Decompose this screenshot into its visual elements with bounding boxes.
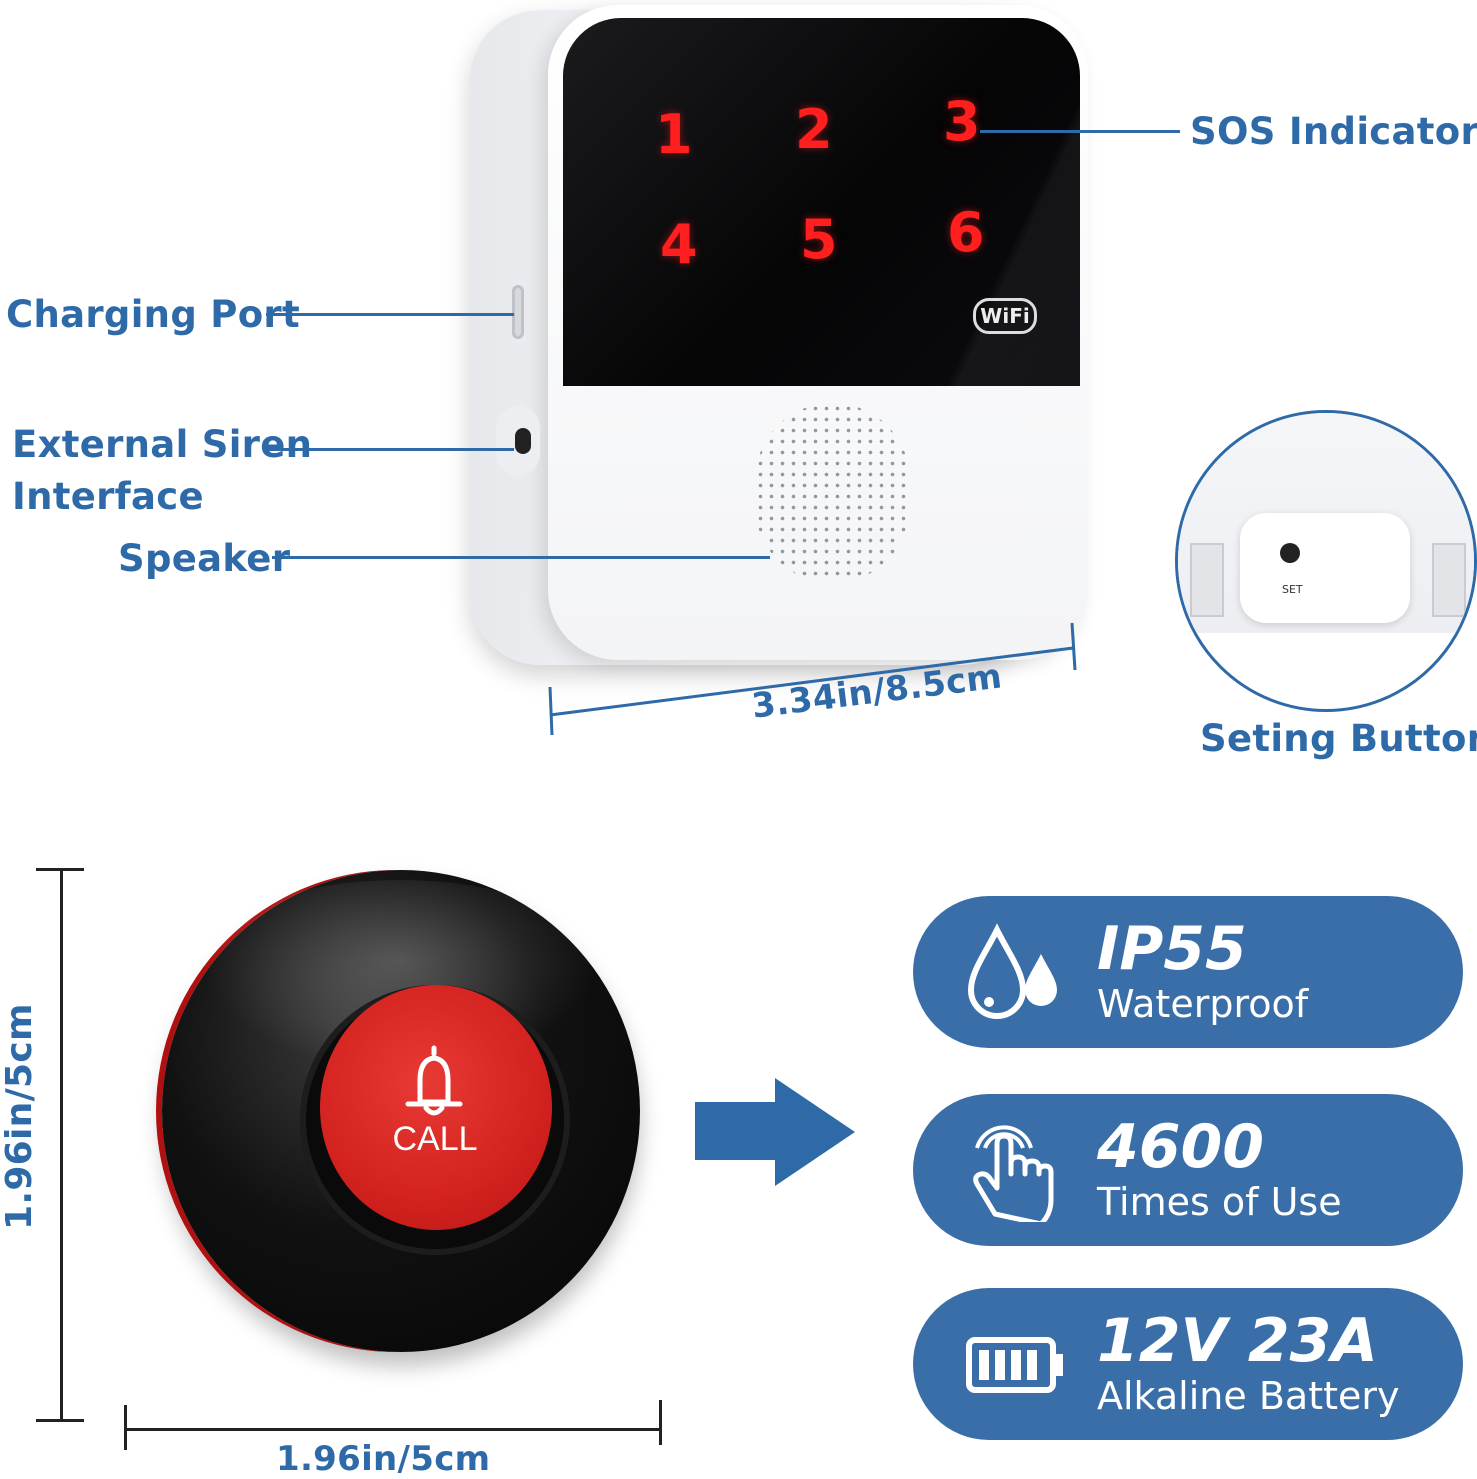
indicator-panel: 1 2 3 4 5 6 WiFi [563, 18, 1080, 386]
indicator-3: 3 [943, 90, 981, 153]
feature-battery: 12V 23A Alkaline Battery [913, 1288, 1463, 1440]
width-dimension-cap-left [124, 1405, 127, 1450]
charging-port-leader [266, 313, 514, 316]
arrow-body [695, 1102, 775, 1160]
external-siren-label: External Siren [12, 423, 313, 466]
setting-inset: SET [1175, 410, 1477, 712]
sos-indicator-leader [980, 130, 1180, 133]
feature-title: 4600 [1097, 1112, 1264, 1182]
external-siren-leader [266, 448, 514, 451]
speaker-leader [272, 556, 770, 559]
button-height-label: 1.96in/5cm [0, 1003, 40, 1230]
indicator-2: 2 [795, 98, 833, 161]
setting-button-label: Seting Button [1200, 717, 1477, 760]
height-dimension-line [60, 868, 63, 1421]
arrow-right-icon [775, 1078, 855, 1186]
speaker-grille [755, 403, 910, 583]
height-dimension-cap-top [36, 868, 84, 871]
indicator-1: 1 [655, 103, 693, 166]
feature-subtitle: Waterproof [1097, 982, 1309, 1026]
feature-times-of-use: 4600 Times of Use [913, 1094, 1463, 1246]
speaker-label: Speaker [118, 537, 291, 580]
battery-icon [966, 1337, 1063, 1393]
water-drop-icon [967, 923, 1057, 1019]
bell-icon [405, 1045, 463, 1116]
external-siren-label-2: Interface [12, 475, 204, 518]
feature-subtitle: Alkaline Battery [1097, 1374, 1400, 1418]
mount-clip-right [1432, 543, 1466, 617]
panel-glare [643, 18, 1080, 386]
button-width-label: 1.96in/5cm [276, 1439, 491, 1479]
wifi-badge: WiFi [973, 298, 1037, 334]
indicator-4: 4 [660, 213, 698, 276]
sos-indicator-label: SOS Indicator [1190, 110, 1477, 153]
charging-port-label: Charging Port [6, 293, 300, 336]
charging-port [512, 285, 524, 339]
tap-hand-icon [973, 1125, 1054, 1222]
siren-jack-hole [515, 428, 531, 454]
set-button [1280, 543, 1300, 563]
feature-title: IP55 [1097, 914, 1247, 984]
feature-title: 12V 23A [1097, 1306, 1378, 1376]
indicator-5: 5 [800, 208, 838, 271]
feature-subtitle: Times of Use [1097, 1180, 1342, 1224]
width-dimension-line [124, 1428, 661, 1431]
call-button-face [320, 985, 552, 1230]
receiver-width-dimension [548, 622, 1077, 736]
mount-clip-left [1190, 543, 1224, 617]
call-label: CALL [392, 1120, 478, 1158]
feature-waterproof: IP55 Waterproof [913, 896, 1463, 1048]
set-label: SET [1282, 583, 1303, 596]
width-dimension-cap-right [659, 1400, 662, 1445]
set-button-recess [1240, 513, 1410, 623]
indicator-6: 6 [947, 201, 985, 264]
height-dimension-cap-bottom [36, 1419, 84, 1422]
